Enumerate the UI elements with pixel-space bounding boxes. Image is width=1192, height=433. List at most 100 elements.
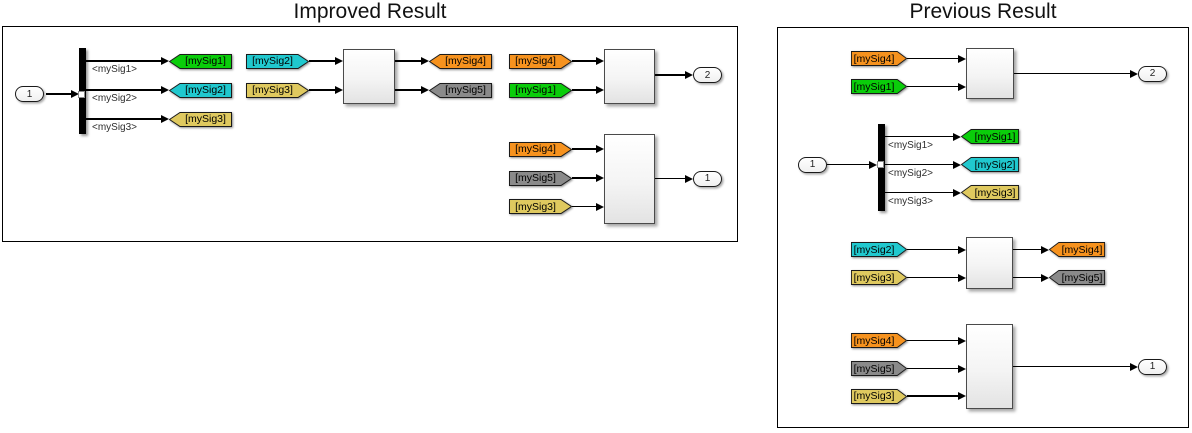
wire[interactable] (827, 163, 870, 166)
goto-tag-mysig2[interactable]: [mySig2] (169, 82, 232, 98)
wire[interactable] (907, 57, 958, 60)
inport-1[interactable]: 1 (15, 86, 44, 102)
wire[interactable] (885, 135, 953, 138)
wire[interactable] (885, 163, 953, 166)
wire-arrowhead-icon (1130, 362, 1138, 371)
tag-label: [mySig5] (515, 172, 556, 184)
wire[interactable] (907, 248, 958, 251)
wire[interactable] (907, 339, 958, 342)
subsystem-block[interactable] (604, 49, 655, 104)
previous-result-panel: [mySig4] [mySig1] 2 1 <mySig1> <mySig2> … (777, 27, 1189, 428)
inport-label: 1 (809, 159, 816, 170)
wire-arrowhead-icon (1041, 245, 1049, 254)
wire[interactable] (907, 367, 958, 370)
goto-tag-mysig5[interactable]: [mySig5] (1049, 270, 1105, 285)
wire[interactable] (309, 89, 335, 91)
goto-tag-mysig1[interactable]: [mySig1] (961, 129, 1019, 144)
outport-label: 2 (1149, 68, 1156, 79)
goto-tag-mysig1[interactable]: [mySig1] (169, 53, 232, 69)
improved-result-panel: 1 <mySig1> <mySig2> <mySig3> [mySig1] [m… (2, 26, 738, 242)
tag-label: [mySig4] (1061, 243, 1103, 256)
wire[interactable] (394, 60, 422, 62)
goto-tag-mysig3[interactable]: [mySig3] (169, 111, 232, 127)
wire[interactable] (907, 395, 958, 397)
from-tag-mysig4[interactable]: [mySig4] (851, 333, 907, 348)
wire[interactable] (394, 89, 422, 91)
from-tag-mysig4[interactable]: [mySig4] (509, 53, 572, 69)
subsystem-block[interactable] (342, 49, 395, 104)
from-tag-mysig4[interactable]: [mySig4] (851, 51, 907, 66)
from-tag-mysig4[interactable]: [mySig4] (509, 141, 572, 157)
goto-tag-mysig4[interactable]: [mySig4] (429, 53, 492, 69)
wire[interactable] (86, 118, 161, 120)
wire[interactable] (907, 85, 958, 88)
goto-tag-shape (961, 185, 1019, 200)
tag-label: [mySig5] (445, 84, 486, 96)
from-tag-mysig3[interactable]: [mySig3] (851, 388, 907, 404)
subsystem-block[interactable] (966, 324, 1013, 409)
from-tag-mysig5[interactable]: [mySig5] (509, 170, 572, 186)
wire-arrowhead-icon (958, 82, 966, 91)
wire[interactable] (655, 74, 685, 76)
from-tag-shape (246, 53, 309, 69)
wire-arrowhead-icon (596, 202, 604, 211)
outport-1[interactable]: 1 (1138, 358, 1167, 375)
from-tag-mysig3[interactable]: [mySig3] (509, 199, 572, 214)
wire[interactable] (46, 93, 72, 95)
wire-arrowhead-icon (1130, 69, 1138, 78)
subsystem-block[interactable] (966, 237, 1013, 289)
wire[interactable] (1013, 365, 1130, 368)
from-tag-mysig1[interactable]: [mySig1] (509, 82, 572, 98)
wire[interactable] (1013, 276, 1041, 279)
goto-tag-shape (169, 111, 232, 127)
subsystem-block[interactable] (604, 134, 655, 224)
wire[interactable] (1014, 72, 1130, 75)
wire[interactable] (885, 191, 953, 194)
from-tag-mysig1[interactable]: [mySig1] (851, 79, 907, 94)
wire-arrowhead-icon (958, 273, 966, 282)
from-tag-mysig3[interactable]: [mySig3] (851, 270, 907, 285)
inport-1[interactable]: 1 (798, 156, 827, 173)
wire[interactable] (572, 60, 596, 62)
outport-label: 1 (1149, 361, 1156, 372)
wire[interactable] (86, 60, 161, 62)
wire-arrowhead-icon (958, 245, 966, 254)
from-tag-mysig5[interactable]: [mySig5] (851, 361, 907, 376)
from-tag-shape (851, 79, 907, 94)
subsystem-block[interactable] (966, 48, 1014, 99)
wire-arrowhead-icon (958, 364, 966, 373)
wire-arrowhead-icon (953, 160, 961, 169)
wire[interactable] (572, 205, 596, 208)
wire-arrowhead-icon (958, 392, 966, 400)
demux-input-junction (78, 90, 85, 98)
wire-arrowhead-icon (596, 57, 604, 65)
wire-arrowhead-icon (958, 54, 966, 63)
wire[interactable] (309, 60, 335, 62)
wire[interactable] (572, 89, 596, 91)
from-tag-mysig2[interactable]: [mySig2] (246, 53, 309, 69)
goto-tag-mysig3[interactable]: [mySig3] (961, 185, 1019, 200)
signal-label: <mySig3> (888, 196, 934, 207)
wire[interactable] (86, 89, 161, 91)
outport-2[interactable]: 2 (1138, 65, 1167, 82)
goto-tag-mysig4[interactable]: [mySig4] (1049, 242, 1105, 257)
goto-tag-mysig5[interactable]: [mySig5] (429, 82, 492, 98)
signal-label: <mySig2> (888, 168, 934, 179)
goto-tag-shape (961, 157, 1019, 172)
outport-1[interactable]: 1 (693, 170, 722, 187)
goto-tag-shape (1049, 270, 1105, 285)
wire[interactable] (907, 276, 958, 279)
from-tag-mysig3[interactable]: [mySig3] (246, 82, 309, 98)
from-tag-mysig2[interactable]: [mySig2] (851, 242, 907, 257)
signal-label: <mySig1> (92, 64, 138, 75)
tag-label: [mySig1] (853, 80, 895, 93)
wire[interactable] (1013, 248, 1041, 251)
wire[interactable] (572, 177, 596, 179)
wire[interactable] (655, 177, 685, 180)
wire-arrowhead-icon (958, 336, 966, 345)
wire[interactable] (572, 148, 596, 150)
goto-tag-mysig2[interactable]: [mySig2] (961, 157, 1019, 172)
outport-2[interactable]: 2 (693, 67, 722, 83)
signal-label: <mySig2> (92, 93, 138, 104)
from-tag-shape (509, 141, 572, 157)
